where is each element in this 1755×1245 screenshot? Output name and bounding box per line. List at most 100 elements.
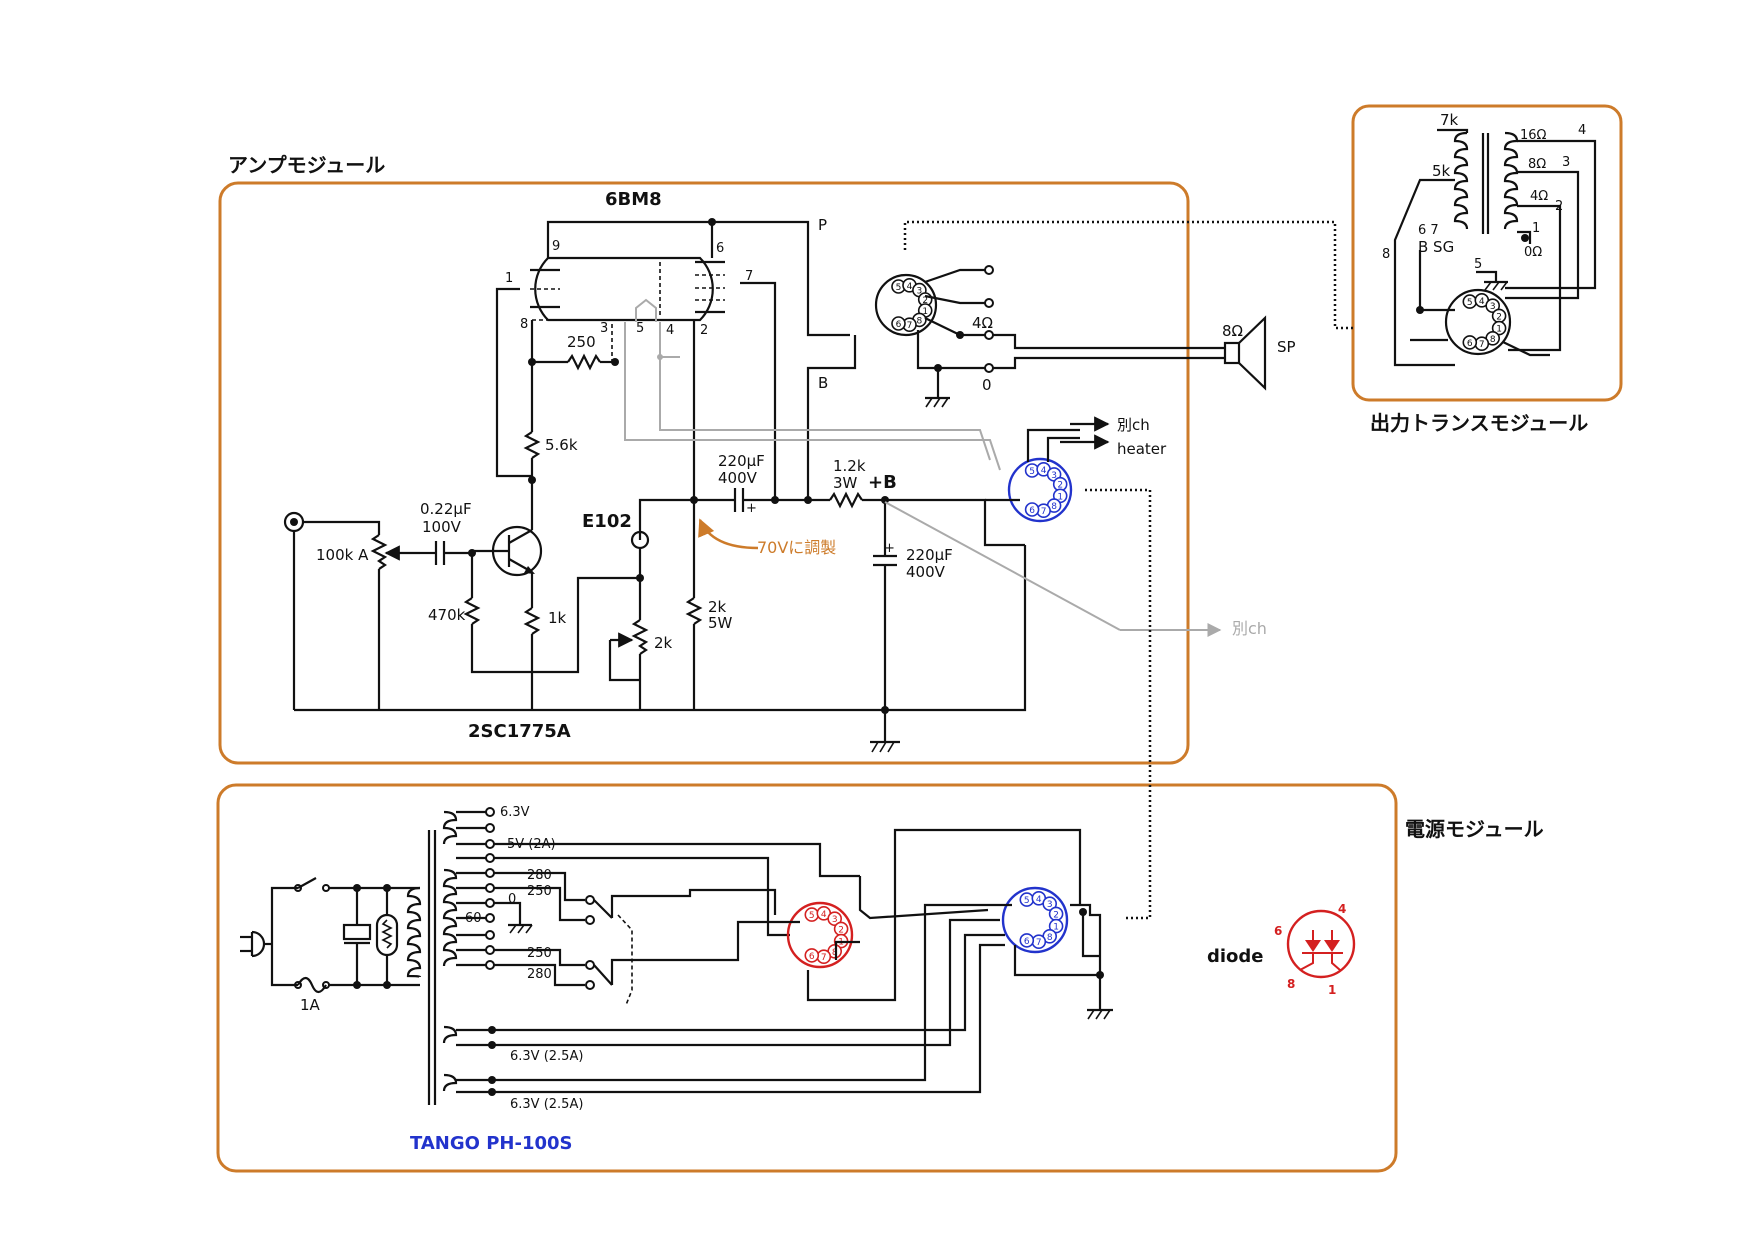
e102-label: E102 (582, 511, 632, 532)
diode-label: diode (1207, 946, 1264, 967)
socket-pin-number: 5 (896, 283, 902, 293)
power-module-title: 電源モジュール (1405, 817, 1544, 841)
socket-pin-number: 7 (1036, 938, 1042, 948)
ot-n3: 3 (1562, 155, 1570, 170)
betsu-ch-label: 別ch (1117, 416, 1150, 434)
socket-pin-number: 4 (1479, 297, 1485, 307)
socket-pin-number: 8 (1047, 933, 1053, 943)
ohm-8-label: 8Ω (1222, 322, 1243, 340)
socket-pin-number: 3 (1490, 302, 1496, 312)
output-module-frame (1351, 104, 1623, 402)
socket-pin-number: 7 (1041, 507, 1047, 517)
tube-label: 6BM8 (605, 189, 662, 210)
ot-n5: 5 (1474, 257, 1482, 272)
amp-module-frame (218, 181, 1190, 765)
socket-pin-number: 3 (917, 287, 923, 297)
fuse-label: 1A (300, 996, 321, 1014)
svg-text:+: + (884, 541, 895, 556)
ot-0ohm: 0Ω (1524, 245, 1542, 260)
tube-pin-5: 5 (636, 321, 644, 336)
socket-pin-number: 8 (832, 948, 838, 958)
betsu-ch-gray: 別ch (1232, 619, 1267, 638)
socket-pin-number: 2 (1496, 312, 1502, 322)
socket-pin (891, 316, 906, 331)
socket-pin (1485, 298, 1500, 314)
sp-label: SP (1277, 338, 1296, 356)
socket-pin-number: 3 (832, 915, 838, 925)
power-plug-icon (240, 930, 272, 958)
socket-pin-number: 6 (1467, 339, 1473, 349)
ot-n1: 1 (1532, 221, 1540, 236)
socket-pin-number: 4 (907, 282, 913, 292)
tap-6v3-2a5-a: 6.3V (2.5A) (510, 1049, 583, 1064)
power-module-frame (216, 783, 1398, 1173)
socket-pin (1491, 320, 1507, 336)
ot-n8: 8 (1382, 247, 1390, 262)
pot-label: 100k A (316, 546, 369, 564)
amp-circuit: 6BM8 9 6 1 7 8 3 5 4 2 P 250 5.6k (283, 189, 1355, 920)
label-b: B (818, 374, 828, 392)
r-2k-5w-a: 2k (708, 598, 727, 616)
tap-60: 60 (465, 911, 482, 926)
diode-symbol-connector: diode 6 4 8 1 (1207, 902, 1356, 997)
r-1k2-label-a: 1.2k (833, 457, 866, 475)
ohm-4-label: 4Ω (972, 314, 993, 332)
c-input-label-a: 0.22μF (420, 500, 472, 518)
socket-pin-number: 8 (1490, 335, 1496, 345)
socket-pin-number: 3 (1047, 900, 1053, 910)
tube-pin-9: 9 (552, 239, 560, 254)
tube-pin-7: 7 (745, 269, 753, 284)
annotation-70v: 70Vに調製 (757, 538, 836, 557)
socket-pin-number: 7 (907, 321, 913, 331)
ot-16: 16Ω (1520, 128, 1547, 143)
socket-pin-number: 5 (809, 911, 815, 921)
socket-pin-number: 5 (1029, 467, 1035, 477)
socket-pin-number: 5 (1467, 298, 1473, 308)
heater-label: heater (1117, 440, 1167, 458)
c-top-label-b: 400V (718, 469, 758, 487)
r-1k2-label-b: 3W (833, 474, 858, 492)
socket-pin-number: 2 (1053, 910, 1059, 920)
r-2k-5w-b: 5W (708, 614, 733, 632)
r-250-label: 250 (567, 333, 596, 351)
diode-pin-4: 4 (1338, 902, 1346, 916)
socket-pin (1019, 933, 1035, 948)
ot-8ohm: 8Ω (1528, 157, 1546, 172)
r-1k-label: 1k (548, 609, 567, 627)
c-input-label-b: 100V (422, 518, 462, 536)
socket-pin-number: 8 (1051, 502, 1057, 512)
socket-pin-number: 6 (1024, 937, 1030, 947)
diode-pin-6: 6 (1274, 924, 1282, 938)
plus-b-label: +B (868, 472, 897, 493)
socket-pin (1042, 896, 1057, 912)
tube-pin-6: 6 (716, 241, 724, 256)
ot-7k: 7k (1440, 111, 1459, 129)
tube-pin-3: 3 (600, 321, 608, 336)
c-top-label-a: 220μF (718, 452, 765, 470)
transistor-label: 2SC1775A (468, 721, 571, 742)
label-p: P (818, 216, 827, 234)
tap-280a: 280 (527, 868, 552, 883)
ot-4ohm: 4Ω (1530, 189, 1548, 204)
socket-pin (827, 911, 843, 927)
c-smooth-label-b: 400V (906, 563, 946, 581)
output-transformer: 7k 5k 16Ω 8Ω 4Ω 0Ω 4 3 2 1 6 7 B SG 8 5 … (1382, 111, 1597, 367)
socket-pin-number: 3 (1051, 471, 1057, 481)
tube-pin-8: 8 (520, 317, 528, 332)
socket-pin-number: 1 (1057, 492, 1063, 502)
socket-pin-number: 6 (1029, 506, 1035, 516)
socket-pin-number: 4 (1036, 895, 1042, 905)
power-circuit: 1A 6.3V 5V (2A) 280 (240, 805, 1356, 1154)
ohm-0-label: 0 (982, 376, 992, 394)
tap-250b: 250 (527, 946, 552, 961)
socket-pin (804, 948, 820, 963)
amp-module-title: アンプモジュール (228, 153, 385, 177)
tap-6v3-2a5-b: 6.3V (2.5A) (510, 1097, 583, 1112)
socket-pin-number: 7 (1479, 340, 1485, 350)
tap-6v3: 6.3V (500, 805, 530, 820)
socket-pin-number: 1 (1496, 325, 1502, 335)
